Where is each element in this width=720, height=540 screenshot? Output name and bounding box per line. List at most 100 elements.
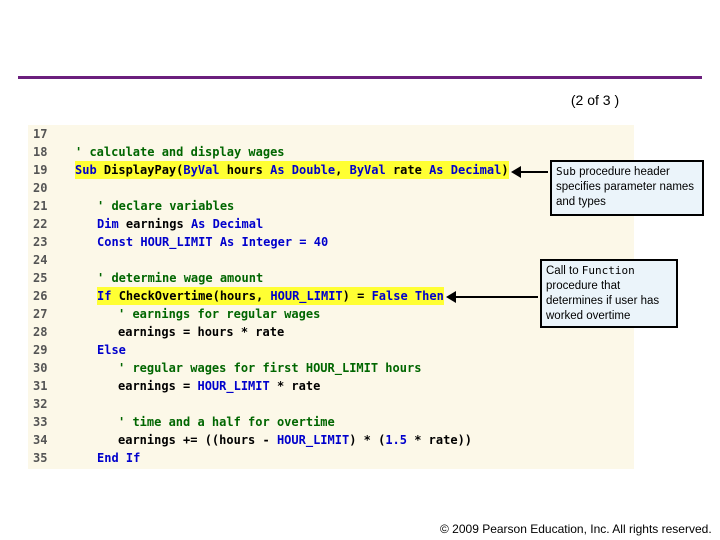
line-number: 35: [33, 451, 48, 465]
code-text: earnings = HOUR_LIMIT * rate: [118, 377, 320, 395]
line-number: 29: [33, 343, 48, 357]
code-line: 31 earnings = HOUR_LIMIT * rate: [28, 377, 634, 395]
code-line: 24: [28, 251, 634, 269]
line-number: 22: [33, 217, 48, 231]
code-line: 29 Else: [28, 341, 634, 359]
code-comment: ' calculate and display wages: [75, 145, 285, 159]
code-token: earnings: [125, 217, 191, 231]
code-comment: ' earnings for regular wages: [118, 307, 321, 321]
code-token: hours: [226, 163, 271, 177]
code-token: ) =: [342, 289, 372, 303]
code-token: DisplayPay(: [103, 163, 184, 177]
code-line: 35 End If: [28, 449, 634, 467]
callout-function-text: procedure that determines if user has wo…: [546, 280, 660, 322]
highlighted-code-text: If CheckOvertime(hours, HOUR_LIMIT) = Fa…: [97, 287, 444, 305]
highlighted-code-text: Sub DisplayPay(ByVal hours As Double, By…: [75, 161, 509, 179]
code-text: earnings += ((hours - HOUR_LIMIT) * (1.5…: [118, 431, 472, 449]
code-keyword: Else: [97, 343, 126, 357]
line-number: 19: [33, 163, 48, 177]
code-text: Else: [97, 341, 126, 359]
line-number: 26: [33, 289, 48, 303]
code-line: 34 earnings += ((hours - HOUR_LIMIT) * (1…: [28, 431, 634, 449]
code-token: earnings = hours * rate: [118, 325, 285, 339]
line-number: 33: [33, 415, 48, 429]
line-number: 18: [33, 145, 48, 159]
code-keyword: As Decimal: [429, 163, 502, 177]
code-line: 18 ' calculate and display wages: [28, 143, 634, 161]
code-line: 30 ' regular wages for first HOUR_LIMIT h…: [28, 359, 634, 377]
line-number: 31: [33, 379, 48, 393]
line-number: 21: [33, 199, 48, 213]
code-line: 21 ' declare variables: [28, 197, 634, 215]
code-text: ' regular wages for first HOUR_LIMIT hou…: [118, 359, 421, 377]
code-line: 28 earnings = hours * rate: [28, 323, 634, 341]
code-line: 26 If CheckOvertime(hours, HOUR_LIMIT) = …: [28, 287, 634, 305]
line-number: 24: [33, 253, 48, 267]
code-text: ' declare variables: [97, 197, 234, 215]
slide-number: (2 of 3 ): [570, 92, 620, 108]
callout-function-call: Call to Function procedure that determin…: [540, 259, 678, 328]
callout-arrow-sub-header: [511, 166, 548, 178]
line-number: 25: [33, 271, 48, 285]
line-number: 34: [33, 433, 48, 447]
code-text: ' calculate and display wages: [75, 143, 285, 161]
code-token: * rate: [276, 379, 321, 393]
code-keyword: As Decimal: [190, 217, 264, 231]
code-text: ' time and a half for overtime: [118, 413, 335, 431]
code-keyword: HOUR_LIMIT: [197, 379, 277, 393]
callout-sub-text: procedure header specifies parameter nam…: [556, 166, 695, 208]
callout-sub-keyword: Sub: [556, 165, 576, 178]
code-text: End If: [97, 449, 140, 467]
code-token: ) * (: [349, 433, 386, 447]
code-line: 22 Dim earnings As Decimal: [28, 215, 634, 233]
code-comment: ' regular wages for first HOUR_LIMIT hou…: [118, 361, 422, 375]
code-keyword: ByVal: [183, 163, 227, 177]
code-keyword: 1.5: [385, 433, 415, 447]
code-text: ' earnings for regular wages: [118, 305, 320, 323]
callout-function-prefix: Call to: [546, 265, 582, 277]
code-token: rate: [392, 163, 430, 177]
line-number: 30: [33, 361, 48, 375]
code-line: 27 ' earnings for regular wages: [28, 305, 634, 323]
line-number: 28: [33, 325, 48, 339]
code-token: earnings =: [118, 379, 198, 393]
line-number: 17: [33, 127, 48, 141]
code-text: Dim earnings As Decimal: [97, 215, 263, 233]
line-number: 32: [33, 397, 48, 411]
code-line: 20: [28, 179, 634, 197]
code-text: ' determine wage amount: [97, 269, 263, 287]
code-line: 17: [28, 125, 634, 143]
title-divider-line: [18, 76, 702, 79]
code-text: Const HOUR_LIMIT As Integer = 40: [97, 233, 328, 251]
line-number: 23: [33, 235, 48, 249]
code-line: 23 Const HOUR_LIMIT As Integer = 40: [28, 233, 634, 251]
code-keyword: Const HOUR_LIMIT As Integer = 40: [97, 235, 329, 249]
code-keyword: HOUR_LIMIT: [270, 289, 343, 303]
callout-arrow-function-call: [446, 291, 538, 303]
line-number: 27: [33, 307, 48, 321]
code-text: earnings = hours * rate: [118, 323, 284, 341]
callout-sub-header: Sub procedure header specifies parameter…: [550, 160, 704, 216]
code-keyword: End If: [97, 451, 141, 465]
code-token: ): [501, 163, 509, 177]
code-keyword: If: [97, 289, 119, 303]
code-line: 25 ' determine wage amount: [28, 269, 634, 287]
callout-function-keyword: Function: [581, 264, 635, 277]
code-keyword: Sub: [75, 163, 104, 177]
code-token: earnings += ((hours -: [118, 433, 277, 447]
code-line: 32: [28, 395, 634, 413]
code-token: ,: [335, 163, 350, 177]
copyright-footer: © 2009 Pearson Education, Inc. All right…: [440, 522, 712, 536]
code-keyword: ByVal: [349, 163, 393, 177]
code-keyword: As Double: [270, 163, 336, 177]
code-comment: ' time and a half for overtime: [118, 415, 335, 429]
code-comment: ' determine wage amount: [97, 271, 264, 285]
code-keyword: Dim: [97, 217, 126, 231]
code-token: CheckOvertime(hours,: [118, 289, 271, 303]
code-line: 33 ' time and a half for overtime: [28, 413, 634, 431]
code-line: 19 Sub DisplayPay(ByVal hours As Double, …: [28, 161, 634, 179]
code-token: * rate)): [414, 433, 473, 447]
code-comment: ' declare variables: [97, 199, 235, 213]
code-keyword: HOUR_LIMIT: [276, 433, 350, 447]
line-number: 20: [33, 181, 48, 195]
